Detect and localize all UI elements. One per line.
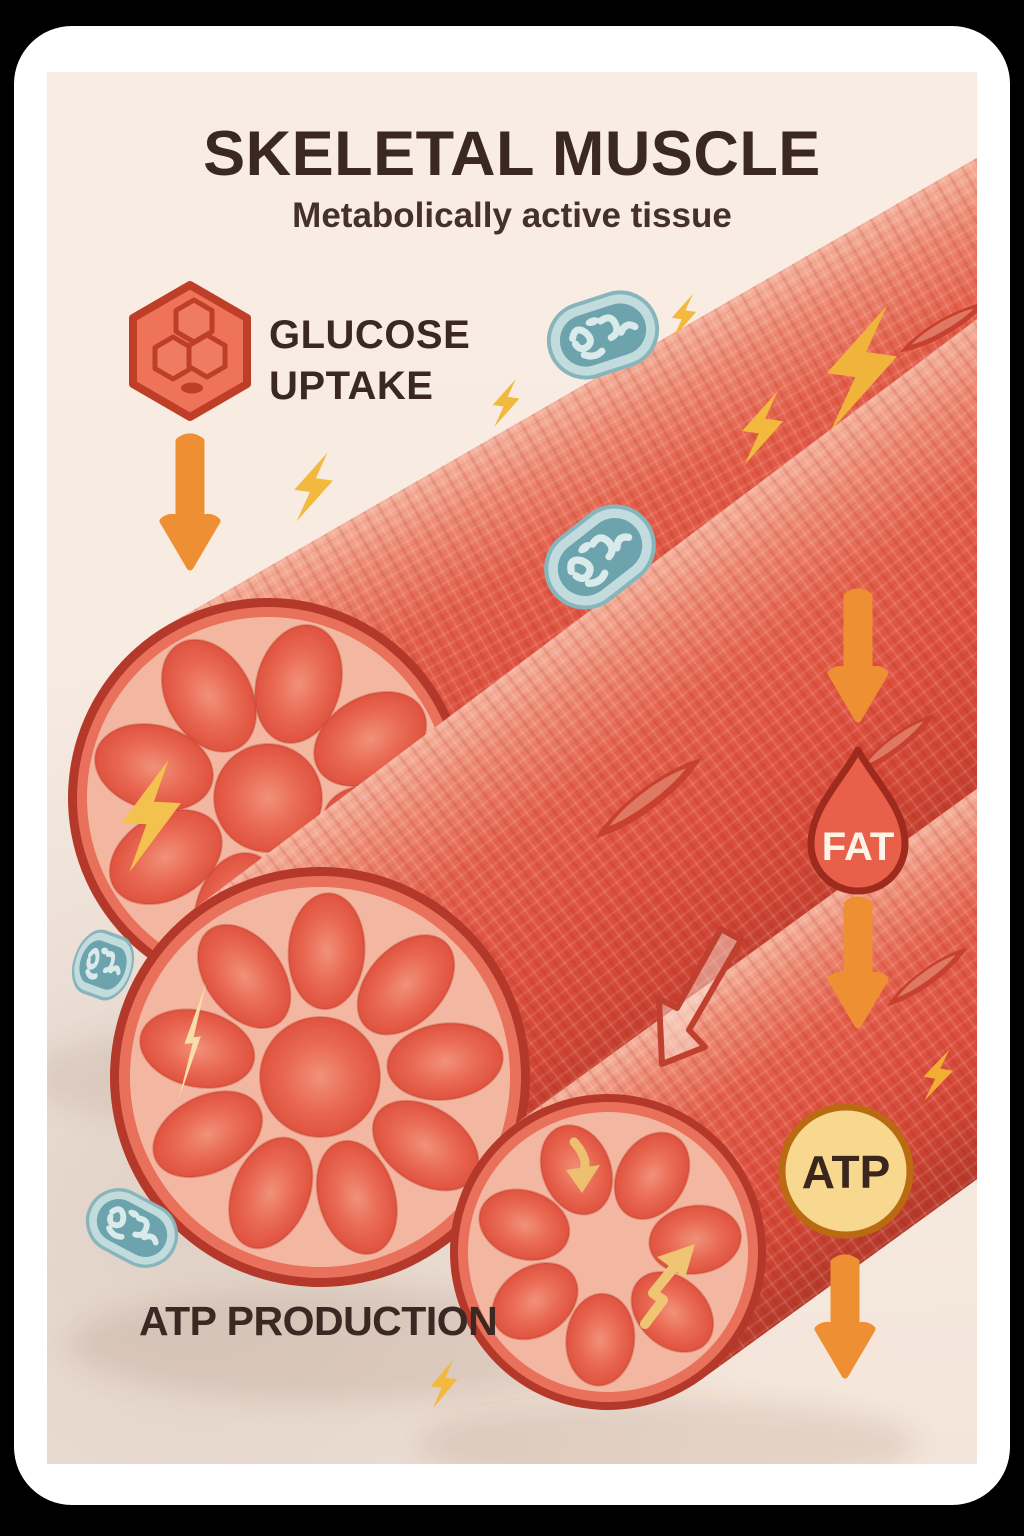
small-down-arrow-icon [566, 1165, 600, 1193]
fat-droplet-icon: FAT [807, 746, 909, 895]
glucose-uptake-label: GLUCOSE UPTAKE [269, 310, 470, 412]
glucose-hexagon-icon [129, 281, 251, 421]
poster-panel: FAT ATP SKELETAL MUSCLE Metabolically ac… [47, 72, 977, 1464]
fiber-cross-section-front [450, 1094, 766, 1410]
small-up-arrow-icon [657, 1244, 695, 1278]
flow-arrows [159, 433, 889, 1379]
muscle-fiber-front [450, 624, 977, 1410]
atp-production-label: ATP PRODUCTION [139, 1298, 498, 1344]
glucose-down-arrow-icon [159, 433, 221, 571]
page-subtitle: Metabolically active tissue [292, 196, 732, 235]
muscle-fiber-middle [110, 217, 977, 1287]
atp-coin-icon: ATP [778, 1103, 914, 1239]
fat-to-atp-arrow-icon [827, 896, 889, 1029]
lightning-bolts [119, 291, 957, 1411]
glucose-uptake-line1: GLUCOSE [269, 313, 471, 357]
page-title: SKELETAL MUSCLE [203, 119, 821, 189]
thin-bolt-sliver-icon [178, 982, 207, 1100]
fiber-cross-section-middle [110, 867, 530, 1287]
glucose-uptake-line2: UPTAKE [269, 364, 434, 409]
atp-output-arrow-icon [814, 1254, 876, 1379]
cross-section-arrows [566, 1137, 695, 1329]
atp-label: ATP [802, 1146, 891, 1198]
lightning-bolt-icon [289, 448, 337, 526]
lightning-bolt-icon [489, 376, 523, 430]
poster-card: FAT ATP SKELETAL MUSCLE Metabolically ac… [14, 26, 1010, 1505]
fat-inflow-arrow-icon [827, 588, 889, 723]
muscle-illustration: FAT ATP [47, 72, 977, 1464]
outlined-down-left-arrow-icon [656, 926, 744, 1067]
fat-label: FAT [822, 825, 895, 869]
